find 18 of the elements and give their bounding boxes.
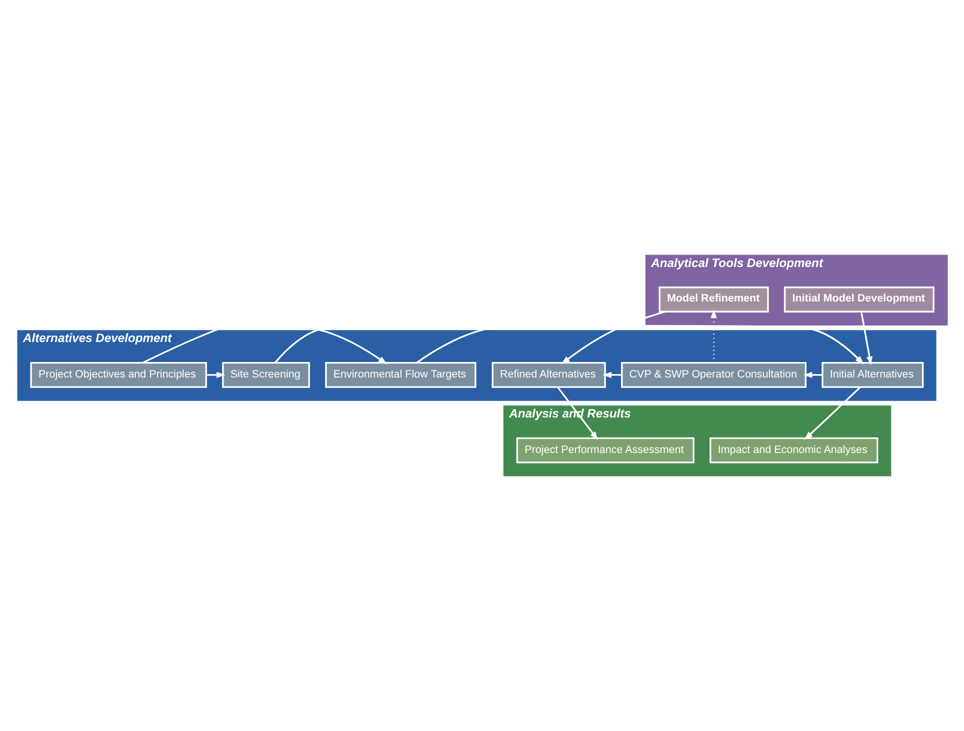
node-box: Initial Model Development	[783, 286, 934, 312]
node-box: Project Performance Assessment	[516, 437, 694, 464]
node-box: Model Refinement	[658, 286, 768, 312]
node-box: Initial Alternatives	[821, 362, 924, 388]
arrow	[560, 310, 665, 364]
arrow	[416, 324, 864, 364]
node-box: Site Screening	[222, 362, 310, 388]
arrow	[206, 372, 225, 378]
arrow	[602, 372, 622, 378]
node-box: Refined Alternatives	[491, 362, 606, 388]
arrow	[556, 386, 598, 440]
arrow	[804, 386, 860, 440]
node-box: Project Objectives and Principles	[30, 362, 206, 388]
node-box: Environmental Flow Targets	[324, 362, 476, 388]
arrow	[274, 325, 864, 364]
node-box: CVP & SWP Operator Consultation	[620, 362, 806, 388]
arrow	[802, 372, 822, 378]
node-box: Impact and Economic Analyses	[709, 437, 878, 464]
